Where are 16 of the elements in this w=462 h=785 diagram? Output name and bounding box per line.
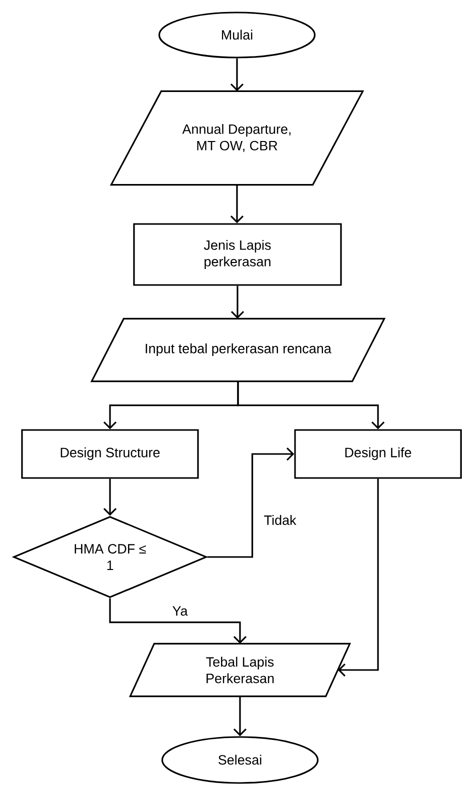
arrow bbox=[338, 478, 379, 677]
arrow bbox=[233, 696, 247, 736]
arrow bbox=[237, 381, 385, 430]
edge-label: Ya bbox=[171, 605, 189, 617]
arrow bbox=[230, 58, 244, 92]
arrow bbox=[109, 598, 247, 644]
terminal-oval: Mulai bbox=[158, 12, 316, 58]
edge-label: Tidak bbox=[262, 514, 298, 526]
arrow bbox=[230, 286, 244, 319]
process-box: Jenis Lapis perkerasan bbox=[133, 223, 342, 286]
arrow bbox=[207, 447, 294, 558]
arrow bbox=[230, 184, 244, 224]
process-box: Design Structure bbox=[21, 429, 199, 479]
arrow bbox=[103, 478, 117, 516]
process-box: Design Life bbox=[294, 429, 462, 479]
terminal-oval: Selesai bbox=[161, 736, 319, 784]
